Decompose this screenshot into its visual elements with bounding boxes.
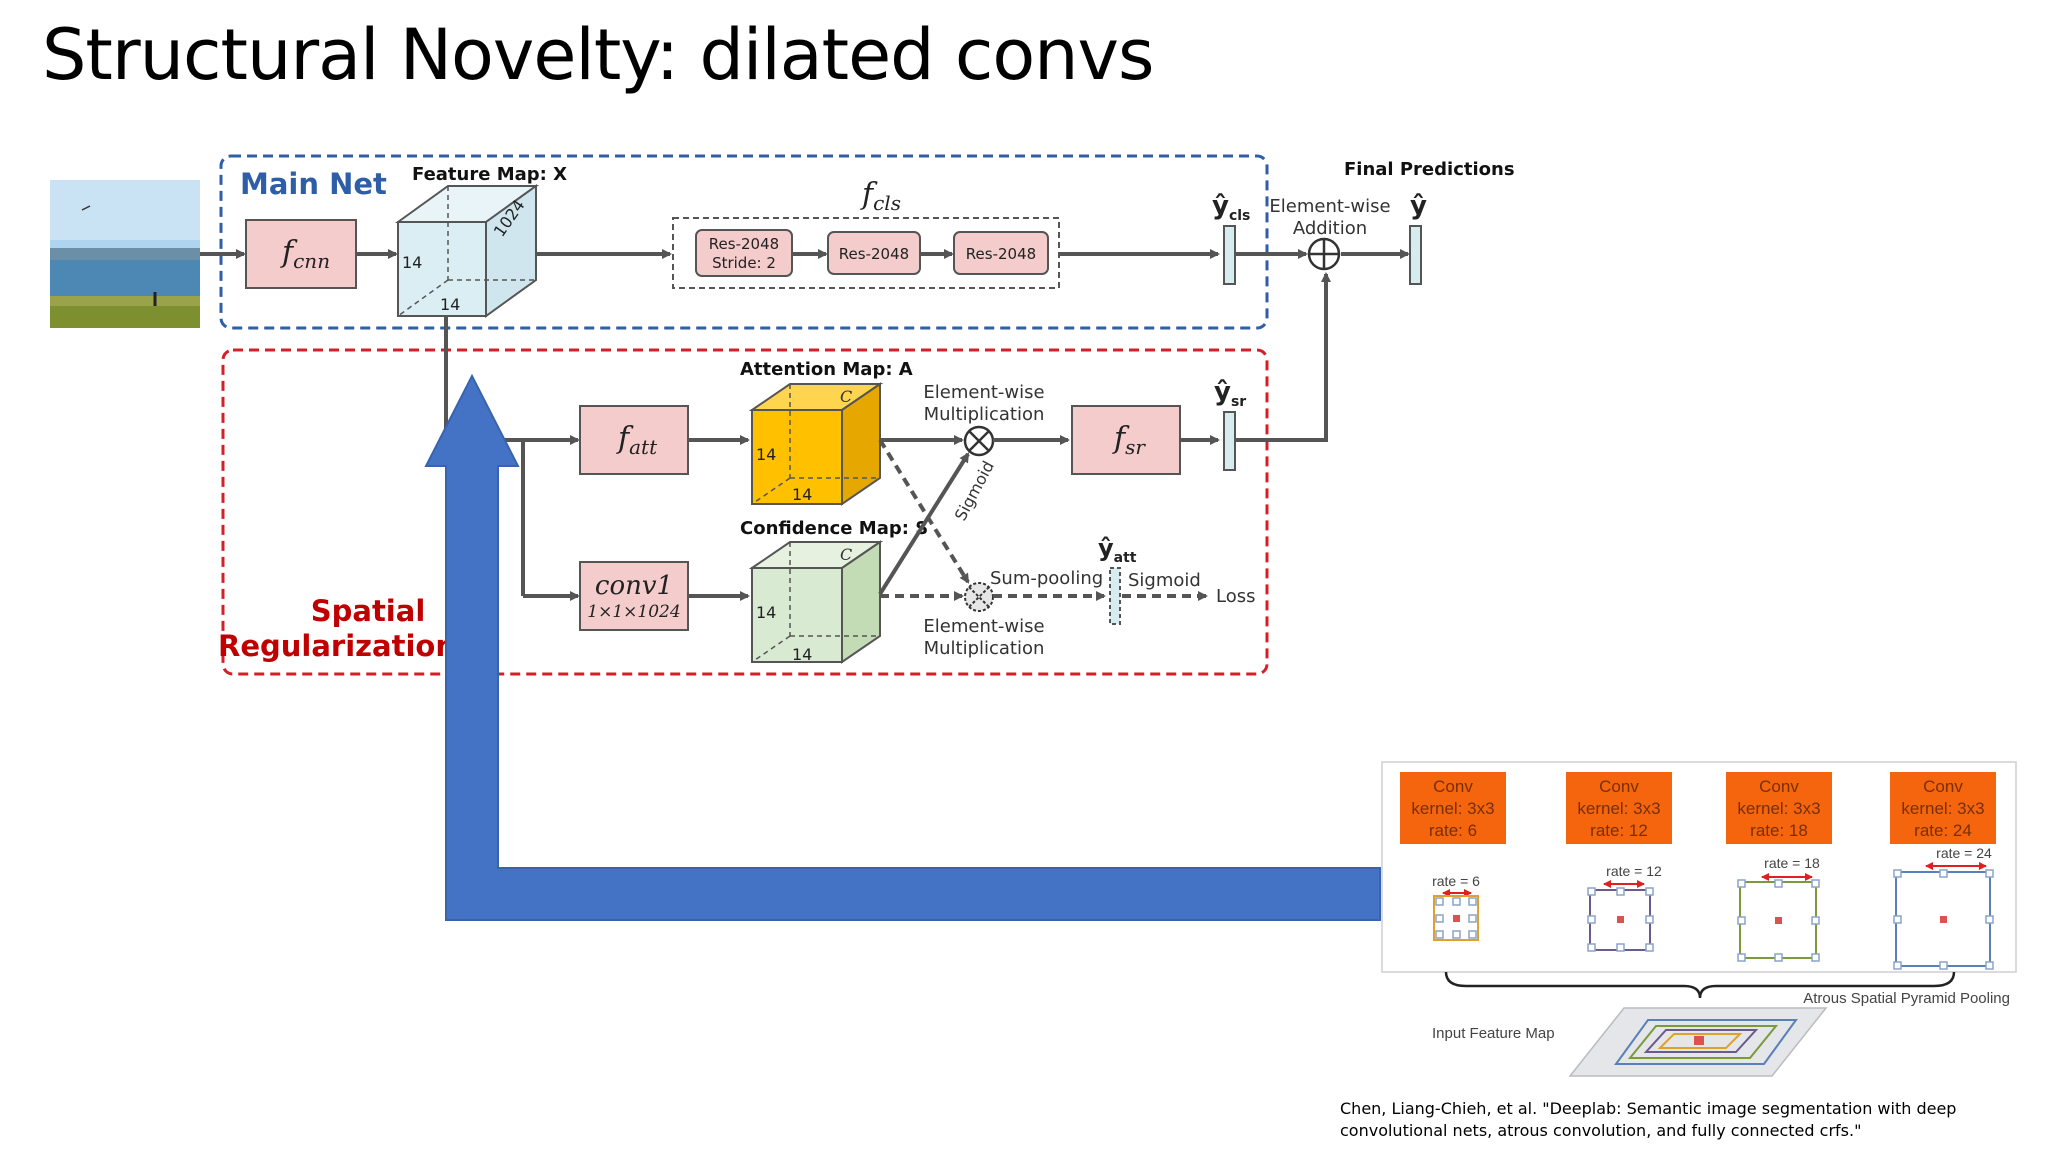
ew-addition-line1: Element-wise bbox=[1269, 196, 1390, 217]
conv1-label: conv1 bbox=[595, 571, 673, 601]
ew-mult-bottom-line2: Multiplication bbox=[924, 638, 1045, 659]
feature-width-label: 14 bbox=[440, 295, 460, 314]
rate-label-12: rate = 12 bbox=[1606, 863, 1662, 879]
aspp-conv-rate-24: Conv kernel: 3x3 rate: 24 bbox=[1890, 772, 1996, 844]
main-net-label: Main Net bbox=[240, 167, 387, 201]
aspp-conv-rate-6: Conv kernel: 3x3 rate: 6 bbox=[1400, 772, 1506, 844]
ycls-label: ŷcls bbox=[1212, 191, 1250, 224]
input-feature-map bbox=[1568, 1007, 1828, 1077]
loss-label: Loss bbox=[1216, 586, 1255, 607]
feature-height-label: 14 bbox=[402, 253, 422, 272]
aspp-conv-rate-18: Conv kernel: 3x3 rate: 18 bbox=[1726, 772, 1832, 844]
svg-text:Conv: Conv bbox=[1759, 777, 1799, 796]
confidence-map-label: Confidence Map: S bbox=[740, 518, 928, 539]
svg-text:Conv: Conv bbox=[1599, 777, 1639, 796]
big-blue-arrow bbox=[424, 373, 1381, 921]
svg-text:kernel: 3x3: kernel: 3x3 bbox=[1411, 799, 1494, 818]
svg-text:kernel: 3x3: kernel: 3x3 bbox=[1901, 799, 1984, 818]
ew-mult-top-line1: Element-wise bbox=[923, 382, 1044, 403]
multiplication-operator-bottom bbox=[964, 582, 994, 612]
conv1-sub-label: 1×1×1024 bbox=[587, 602, 680, 622]
confidence-map-cube: C 14 14 bbox=[748, 540, 884, 664]
spatial-reg-label-2: Regularization bbox=[218, 629, 456, 663]
spatial-reg-box bbox=[221, 348, 1269, 676]
slide-title: Structural Novelty: dilated convs bbox=[42, 14, 1154, 96]
svg-text:Res-2048: Res-2048 bbox=[709, 235, 779, 253]
fcls-group-box bbox=[672, 217, 1060, 289]
svg-text:Conv: Conv bbox=[1923, 777, 1963, 796]
main-net-box bbox=[219, 154, 1269, 330]
svg-text:14: 14 bbox=[756, 603, 776, 622]
rate-label-24: rate = 24 bbox=[1936, 845, 1992, 861]
fcnn-block bbox=[245, 219, 357, 289]
aspp-label: Atrous Spatial Pyramid Pooling bbox=[1803, 990, 2010, 1007]
ew-addition-line2: Addition bbox=[1293, 218, 1367, 239]
svg-text:C: C bbox=[840, 545, 852, 564]
input-photo bbox=[50, 180, 200, 328]
aspp-panel: Conv kernel: 3x3 rate: 6 Conv kernel: 3x… bbox=[1381, 761, 2017, 973]
aspp-brace bbox=[1444, 971, 1956, 999]
sum-pooling-label: Sum-pooling bbox=[990, 568, 1103, 589]
sigmoid-bottom-label: Sigmoid bbox=[1128, 570, 1201, 591]
svg-text:Res-2048: Res-2048 bbox=[839, 245, 909, 263]
yatt-vector bbox=[1109, 567, 1121, 625]
kernel-rate-12 bbox=[1587, 887, 1654, 952]
feature-map-cube: 1024 14 14 bbox=[394, 184, 540, 318]
svg-text:Conv: Conv bbox=[1433, 777, 1473, 796]
feature-map-label: Feature Map: X bbox=[412, 164, 567, 185]
kernel-rate-18 bbox=[1737, 879, 1820, 962]
spatial-reg-label-1: Spatial bbox=[311, 594, 426, 628]
svg-text:Stride: 2: Stride: 2 bbox=[712, 254, 776, 272]
aspp-conv-rate-12: Conv kernel: 3x3 rate: 12 bbox=[1566, 772, 1672, 844]
final-predictions-label: Final Predictions bbox=[1344, 159, 1515, 180]
yhat-label: ŷ bbox=[1410, 191, 1427, 221]
fatt-block bbox=[579, 405, 689, 475]
svg-text:C: C bbox=[840, 387, 852, 406]
fcls-label: fcls bbox=[860, 177, 901, 215]
svg-text:rate: 6: rate: 6 bbox=[1429, 821, 1477, 840]
rate-label-18: rate = 18 bbox=[1764, 855, 1820, 871]
ew-mult-bottom-line1: Element-wise bbox=[923, 616, 1044, 637]
svg-text:kernel: 3x3: kernel: 3x3 bbox=[1737, 799, 1820, 818]
addition-operator bbox=[1307, 237, 1341, 271]
res-block-2: Res-2048 bbox=[827, 231, 921, 275]
kernel-rate-6 bbox=[1433, 895, 1479, 941]
svg-text:14: 14 bbox=[792, 485, 812, 504]
ew-mult-top-line2: Multiplication bbox=[924, 404, 1045, 425]
svg-text:rate: 24: rate: 24 bbox=[1914, 821, 1972, 840]
ysr-label: ŷsr bbox=[1214, 377, 1246, 410]
input-feature-map-label: Input Feature Map bbox=[1432, 1025, 1555, 1042]
attention-map-label: Attention Map: A bbox=[740, 359, 913, 380]
yhat-vector bbox=[1409, 225, 1422, 285]
yatt-label: ŷatt bbox=[1098, 534, 1137, 566]
svg-text:14: 14 bbox=[756, 445, 776, 464]
ycls-vector bbox=[1223, 225, 1236, 285]
rate-label-6: rate = 6 bbox=[1432, 873, 1480, 889]
kernel-rate-24 bbox=[1893, 869, 1994, 970]
fsr-block bbox=[1071, 405, 1181, 475]
ysr-vector bbox=[1223, 411, 1236, 471]
svg-text:14: 14 bbox=[792, 645, 812, 664]
svg-text:rate: 12: rate: 12 bbox=[1590, 821, 1648, 840]
svg-text:kernel: 3x3: kernel: 3x3 bbox=[1577, 799, 1660, 818]
citation: Chen, Liang-Chieh, et al. "Deeplab: Sema… bbox=[1340, 1099, 1957, 1140]
svg-text:Res-2048: Res-2048 bbox=[966, 245, 1036, 263]
res-block-1: Res-2048 Stride: 2 bbox=[695, 229, 793, 277]
multiplication-operator-top bbox=[963, 425, 995, 457]
res-block-3: Res-2048 bbox=[953, 231, 1049, 275]
attention-map-cube: C 14 14 bbox=[748, 382, 884, 506]
conv1-block bbox=[579, 561, 689, 631]
svg-text:rate: 18: rate: 18 bbox=[1750, 821, 1808, 840]
